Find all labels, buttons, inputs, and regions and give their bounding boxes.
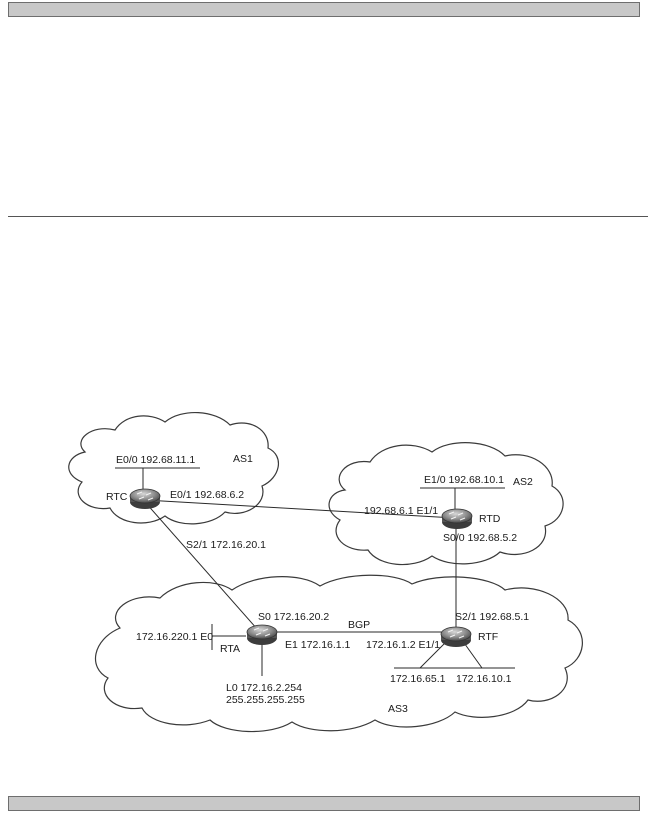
router-rtf-icon	[440, 626, 472, 648]
footer-bar	[8, 796, 640, 811]
rta-e1-label: E1 172.16.1.1	[285, 639, 351, 651]
as2-cloud	[328, 442, 564, 566]
as1-label: AS1	[233, 453, 253, 465]
router-rta-label: RTA	[220, 643, 240, 655]
as3-label: AS3	[388, 703, 408, 715]
rta-e0-label: 172.16.220.1 E0	[136, 631, 213, 643]
as2-label: AS2	[513, 476, 533, 488]
rtc-e00-label: E0/0 192.68.11.1	[116, 454, 195, 466]
rta-l0-mask-label: 255.255.255.255	[226, 694, 305, 706]
router-rtd-label: RTD	[479, 513, 501, 525]
bgp-label: BGP	[348, 619, 370, 631]
rtf-e11-label: 172.16.1.2 E1/1	[366, 639, 440, 651]
rtf-s21-label: S2/1 192.68.5.1	[455, 611, 529, 623]
router-rtc-icon	[129, 488, 161, 510]
rtc-s21-label: S2/1 172.16.20.1	[186, 539, 266, 551]
rtf-net2-label: 172.16.10.1	[456, 673, 512, 685]
link-rtc-rtd	[144, 499, 456, 519]
router-rtf-label: RTF	[478, 631, 498, 643]
rta-s0-label: S0 172.16.20.2	[258, 611, 329, 623]
router-rtc-label: RTC	[106, 491, 128, 503]
rta-l0-label: L0 172.16.2.254	[226, 682, 302, 694]
rtf-net1-label: 172.16.65.1	[390, 673, 446, 685]
section-divider	[8, 216, 648, 217]
rtd-e11-label: 192.68.6.1 E1/1	[364, 505, 438, 517]
header-bar	[8, 2, 640, 17]
rtc-e01-label: E0/1 192.68.6.2	[170, 489, 244, 501]
segment-rtf-lan-left	[419, 639, 449, 669]
router-rtd-icon	[441, 508, 473, 530]
router-rta-icon	[246, 624, 278, 646]
rtd-s00-label: S0/0 192.68.5.2	[443, 532, 517, 544]
rtd-e10-label: E1/0 192.68.10.1	[424, 474, 504, 486]
link-rtc-rta	[144, 501, 259, 631]
as3-cloud	[94, 574, 583, 733]
